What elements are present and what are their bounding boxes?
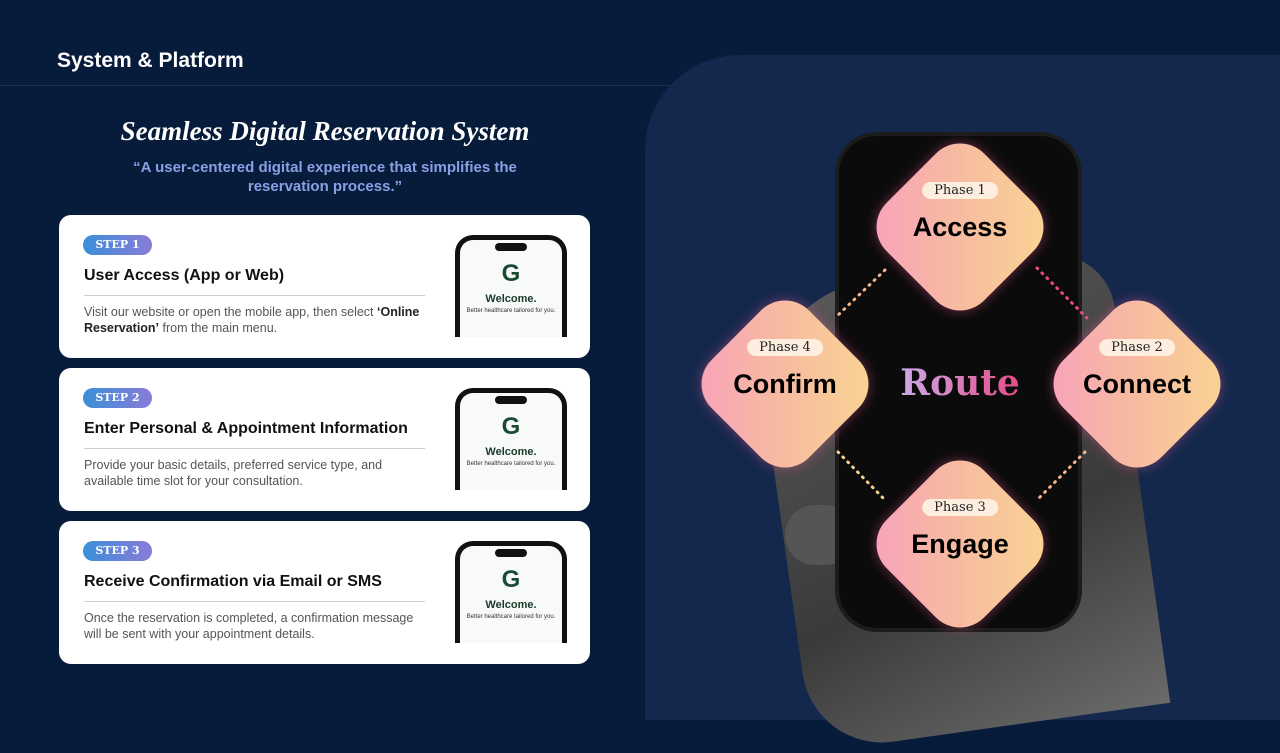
welcome-text: Welcome. <box>485 599 537 611</box>
phase-badge: Phase 1 <box>922 182 998 199</box>
route-center-label: Route <box>890 362 1030 404</box>
subtitle: “A user-centered digital experience that… <box>133 159 517 195</box>
step-card-2: STEP 2 Enter Personal & Appointment Info… <box>59 368 590 511</box>
welcome-text: Welcome. <box>485 293 537 305</box>
step-card-3: STEP 3 Receive Confirmation via Email or… <box>59 521 590 664</box>
phase-label: Engage <box>911 529 1009 559</box>
tagline: Better healthcare tailored for you. <box>466 614 556 620</box>
divider <box>84 601 425 602</box>
tagline: Better healthcare tailored for you. <box>466 461 556 467</box>
app-logo-icon: G <box>501 260 521 287</box>
phone-mockup: G Welcome. Better healthcare tailored for … <box>455 388 567 490</box>
tagline: Better healthcare tailored for you. <box>466 308 556 314</box>
step-description: Provide your basic details, preferred se… <box>84 458 383 488</box>
connector-access-connect <box>1035 266 1089 320</box>
app-logo-icon: G <box>501 413 521 440</box>
divider <box>84 295 425 296</box>
app-logo-icon: G <box>501 566 521 593</box>
phase-badge: Phase 2 <box>1099 339 1175 356</box>
phase-connect: Phase 2 Connect <box>1039 286 1235 482</box>
step-badge: STEP 3 <box>83 541 152 561</box>
desc-bold-text: ‘Online Reservation’ <box>84 305 420 335</box>
step-badge: STEP 2 <box>83 388 152 408</box>
step-description: Visit our website or open the mobile app… <box>84 304 429 336</box>
dynamic-island <box>495 396 527 404</box>
step-title: User Access (App or Web) <box>84 267 285 284</box>
dynamic-island <box>495 549 527 557</box>
header-divider <box>0 85 680 86</box>
phone-mockup: G Welcome. Better healthcare tailored for … <box>455 541 567 643</box>
phase-label: Connect <box>1083 369 1191 399</box>
connector-confirm-engage <box>836 450 887 502</box>
phase-confirm: Phase 4 Confirm <box>687 286 883 482</box>
step-title: Receive Confirmation via Email or SMS <box>84 573 382 590</box>
dynamic-island <box>495 243 527 251</box>
phase-badge: Phase 4 <box>747 339 823 356</box>
phase-label: Access <box>912 212 1008 242</box>
step-card-1: STEP 1 User Access (App or Web) Visit ou… <box>59 215 590 358</box>
phase-badge: Phase 3 <box>922 499 998 516</box>
phone-mockup: G Welcome. Better healthcare tailored for … <box>455 235 567 337</box>
desc-text: Visit our website or open the mobile app… <box>84 305 377 319</box>
dotted-connectors <box>833 266 1089 502</box>
divider <box>84 448 425 449</box>
connector-connect-engage <box>1035 450 1087 502</box>
desc-text: from the main menu. <box>159 321 278 335</box>
step-title: Enter Personal & Appointment Information <box>84 420 408 437</box>
slide-header-title: System & Platform <box>57 49 244 72</box>
phase-engage: Phase 3 Engage <box>862 446 1058 642</box>
step-badge: STEP 1 <box>83 235 152 255</box>
phase-label: Confirm <box>733 369 837 399</box>
connector-access-confirm <box>833 268 887 320</box>
phase-access: Phase 1 Access <box>862 129 1058 325</box>
step-description: Once the reservation is completed, a con… <box>84 611 414 641</box>
main-title: Seamless Digital Reservation System <box>120 116 530 146</box>
welcome-text: Welcome. <box>485 446 537 458</box>
